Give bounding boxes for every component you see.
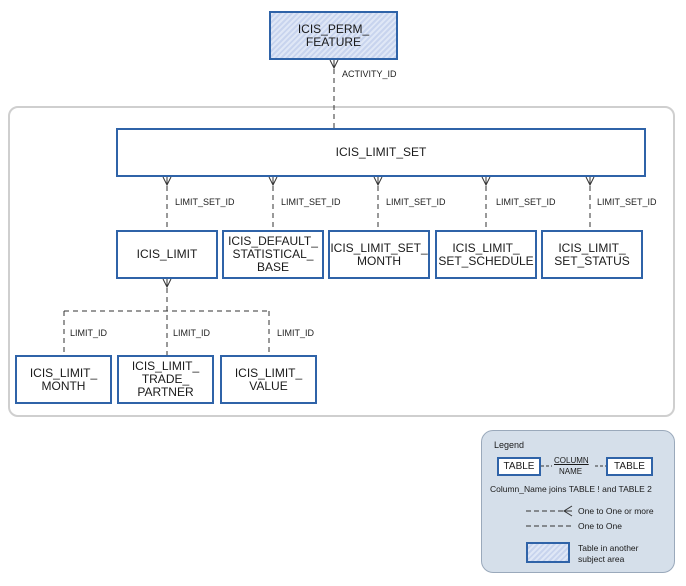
table-icis-limit-set[interactable]: ICIS_LIMIT_SET [116,128,646,177]
label-limit-set-id-4: LIMIT_SET_ID [496,197,556,207]
crows-foot-set-4 [481,176,491,187]
subject-area-frame [8,106,675,417]
legend-column-bottom: NAME [559,467,583,476]
legend-crows-foot [563,505,573,517]
crows-foot-activity [329,59,339,70]
legend-title: Legend [494,440,525,450]
legend-lines [526,465,606,527]
crows-foot-set-5 [585,176,595,187]
table-icis-limit-value[interactable]: ICIS_LIMIT_ VALUE [220,355,317,404]
label-activity-id: ACTIVITY_ID [342,69,397,79]
table-icis-perm-feature[interactable]: ICIS_PERM_ FEATURE [269,11,398,60]
legend-panel: Legend TABLE COLUMN NAME TABLE Column_Na… [481,430,675,573]
legend-table-right: TABLE [606,457,653,476]
crows-foot-limit [162,278,172,289]
legend-one-to-many: One to One or more [578,506,654,516]
table-icis-limit-trade-partner[interactable]: ICIS_LIMIT_ TRADE_ PARTNER [117,355,214,404]
legend-column-top: COLUMN [554,456,589,465]
table-icis-limit-set-schedule[interactable]: ICIS_LIMIT_ SET_SCHEDULE [435,230,537,279]
label-limit-id-3: LIMIT_ID [277,328,315,338]
table-icis-limit-set-month[interactable]: ICIS_LIMIT_SET_ MONTH [328,230,430,279]
label-limit-set-id-5: LIMIT_SET_ID [597,197,657,207]
crows-foot-set-2 [268,176,278,187]
table-icis-limit-month[interactable]: ICIS_LIMIT_ MONTH [15,355,112,404]
label-limit-set-id-1: LIMIT_SET_ID [175,197,235,207]
label-limit-id-2: LIMIT_ID [173,328,211,338]
table-icis-default-statistical-base[interactable]: ICIS_DEFAULT_ STATISTICAL_ BASE [222,230,324,279]
legend-joins-text: Column_Name joins TABLE ! and TABLE 2 [490,484,652,494]
label-limit-set-id-2: LIMIT_SET_ID [281,197,341,207]
legend-other-area-line2: subject area [578,554,625,564]
legend-other-area-swatch [526,542,570,563]
crows-foot-set-1 [162,176,172,187]
table-icis-limit-set-status[interactable]: ICIS_LIMIT_ SET_STATUS [541,230,643,279]
crows-foot-set-3 [373,176,383,187]
legend-table-left: TABLE [497,457,541,476]
table-icis-limit[interactable]: ICIS_LIMIT [116,230,218,279]
legend-other-area-line1: Table in another [578,543,639,553]
label-limit-id-1: LIMIT_ID [70,328,108,338]
legend-one-to-one: One to One [578,521,622,531]
label-limit-set-id-3: LIMIT_SET_ID [386,197,446,207]
